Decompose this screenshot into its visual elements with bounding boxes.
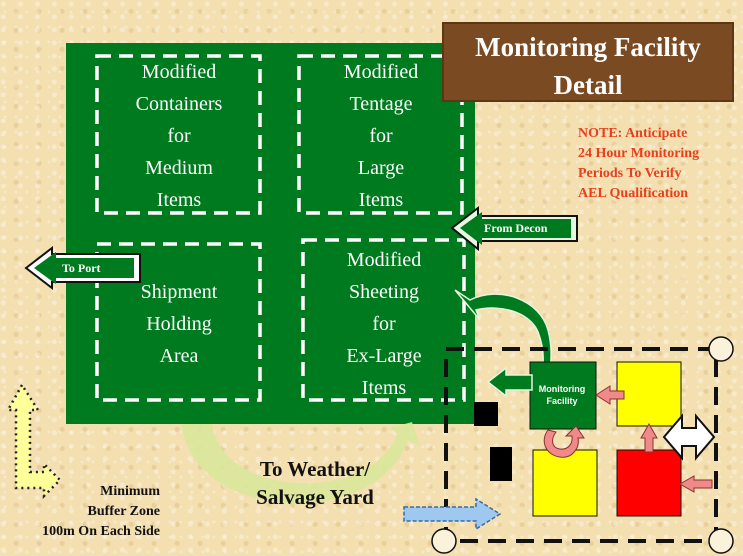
zone-tentage-border xyxy=(297,54,464,215)
black-block-1 xyxy=(474,402,498,426)
monitoring-facility-line-2: Facility xyxy=(546,396,578,406)
zone-sheeting-line: Ex-Large xyxy=(346,345,422,367)
zone-sheeting-line: Items xyxy=(361,377,407,399)
storage-box-yellow-left xyxy=(532,449,598,517)
storage-box-red xyxy=(616,449,682,517)
zone-sheeting-label: Modified Sheeting for Ex-Large Items xyxy=(306,244,462,404)
zone-containers-line: Modified xyxy=(141,61,217,83)
black-block-2 xyxy=(490,447,512,481)
storage-box-yellow-right xyxy=(616,361,682,427)
pink-curved-arrow xyxy=(543,425,585,458)
zone-sheeting-line: Modified xyxy=(346,249,422,271)
from-decon-label: From Decon xyxy=(484,221,548,235)
monitoring-site-boundary xyxy=(444,347,718,543)
zone-tentage-line: Modified xyxy=(343,61,419,83)
zone-tentage-line: Large xyxy=(357,157,405,179)
zone-tentage-label: Modified Tentage for Large Items xyxy=(302,56,460,216)
corner-marker-bl xyxy=(431,528,457,554)
zone-containers-line: Containers xyxy=(135,93,223,115)
double-arrow xyxy=(662,413,716,461)
zone-containers-line: Items xyxy=(156,189,202,211)
to-port-label: To Port xyxy=(62,261,101,275)
zone-containers-label: Modified Containers for Medium Items xyxy=(100,56,258,216)
title-line-2: Detail xyxy=(553,70,623,100)
pink-arrow-2 xyxy=(640,422,658,453)
to-weather-line-2: Salvage Yard xyxy=(256,485,374,509)
zone-sheeting-line: Sheeting xyxy=(349,281,419,303)
title-box: Monitoring Facility Detail xyxy=(442,22,734,102)
note-text: NOTE: Anticipate 24 Hour Monitoring Peri… xyxy=(578,124,743,204)
buffer-zone-arrow xyxy=(5,382,62,500)
buffer-zone-line-1: Minimum xyxy=(100,484,160,499)
zone-holding-line: Shipment xyxy=(140,281,218,303)
monitoring-facility-box xyxy=(529,361,597,430)
zone-tentage-line: Tentage xyxy=(349,93,413,115)
pink-arrow-3 xyxy=(678,475,713,493)
buffer-zone-label: Minimum Buffer Zone 100m On Each Side xyxy=(0,482,160,542)
note-line-1: NOTE: Anticipate xyxy=(578,126,688,141)
monitoring-facility-line-1: Monitoring xyxy=(538,384,586,394)
zone-holding-line: Holding xyxy=(146,313,212,335)
zone-tentage-line: Items xyxy=(358,189,404,211)
monitoring-out-arrow xyxy=(486,366,533,398)
monitoring-facility-label: Monitoring Facility xyxy=(530,383,594,407)
to-weather-label: To Weather/ Salvage Yard xyxy=(230,455,400,511)
buffer-zone-line-2: Buffer Zone xyxy=(87,504,160,519)
corner-marker-br xyxy=(708,528,734,554)
zone-containers-line: for xyxy=(167,125,191,147)
note-line-3: Periods To Verify xyxy=(578,166,682,181)
zone-containers-line: Medium xyxy=(145,157,213,179)
zone-holding-border xyxy=(95,242,262,402)
processing-yard xyxy=(66,43,475,424)
blue-flow-arrow xyxy=(403,497,502,531)
from-decon-arrow-fill xyxy=(460,212,571,245)
zone-holding-label: Shipment Holding Area xyxy=(100,276,258,372)
zone-sheeting-line: for xyxy=(372,313,396,335)
to-weather-arrow xyxy=(182,422,420,504)
note-line-2: 24 Hour Monitoring xyxy=(578,146,700,161)
buffer-zone-line-3: 100m On Each Side xyxy=(42,524,160,539)
zone-holding-line: Area xyxy=(159,345,199,367)
to-weather-line-1: To Weather/ xyxy=(259,457,371,481)
zone-containers-border xyxy=(95,54,262,215)
note-line-4: AEL Qualification xyxy=(578,186,689,201)
pink-arrow-1 xyxy=(595,385,625,405)
corner-marker-tr xyxy=(708,336,734,362)
title-line-1: Monitoring Facility xyxy=(475,32,701,62)
zone-tentage-line: for xyxy=(369,125,393,147)
to-port-arrow-fill xyxy=(34,252,134,284)
zone-sheeting-border xyxy=(301,238,466,402)
